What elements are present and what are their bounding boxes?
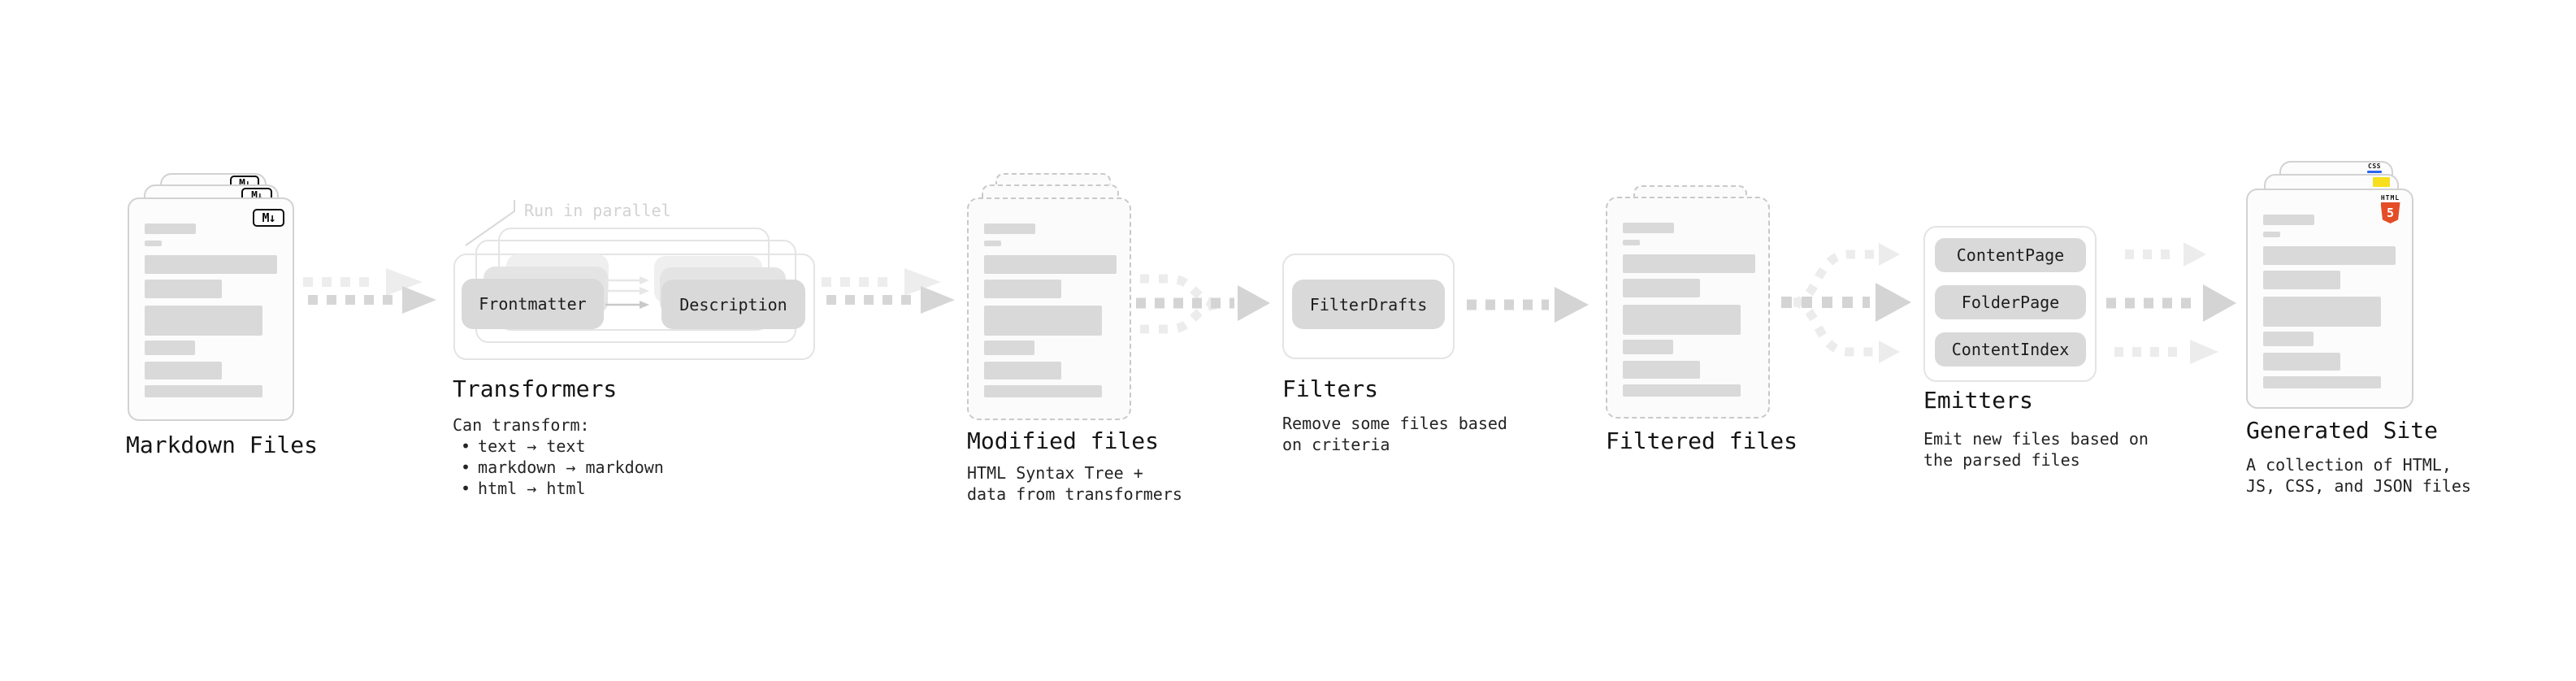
filtered-file-card-front — [1606, 197, 1770, 419]
placeholder-text-bar — [145, 255, 277, 274]
modified-file-card-front — [967, 197, 1131, 420]
placeholder-text-bar — [145, 306, 262, 336]
placeholder-text-bar — [2263, 376, 2381, 388]
stage-label-generated-site: Generated Site — [2246, 417, 2439, 444]
transformers-description: Can transform: •text → text •markdown → … — [453, 415, 664, 498]
placeholder-text-bar — [1623, 240, 1640, 245]
placeholder-text-bar — [2263, 271, 2340, 289]
javascript-icon — [2373, 177, 2390, 187]
flow-arrow-icon — [303, 268, 436, 314]
placeholder-text-bar — [1623, 305, 1741, 335]
flow-arrow-icon — [822, 268, 955, 314]
placeholder-text-bar — [984, 306, 1102, 336]
placeholder-text-bar — [145, 362, 222, 380]
css3-icon: CSS — [2366, 163, 2383, 173]
placeholder-text-bar — [1623, 223, 1674, 233]
transformer-node-frontmatter: Frontmatter — [462, 279, 604, 329]
stage-label-emitters: Emitters — [1923, 387, 2033, 414]
placeholder-text-bar — [2263, 332, 2314, 346]
placeholder-text-bar — [984, 255, 1117, 274]
stage-label-filters: Filters — [1282, 375, 1379, 402]
placeholder-text-bar — [2263, 232, 2280, 237]
stage-label-markdown-files: Markdown Files — [126, 432, 319, 458]
placeholder-text-bar — [984, 280, 1061, 298]
html5-icon: HTML 5 — [2379, 194, 2401, 223]
placeholder-text-bar — [984, 241, 1001, 246]
emitters-group-outline — [1923, 226, 2097, 382]
placeholder-text-bar — [145, 241, 162, 246]
converging-arrow-icon — [1136, 274, 1270, 334]
stage-label-transformers: Transformers — [453, 375, 618, 402]
parallel-arrows-icon — [605, 276, 649, 309]
placeholder-text-bar — [2263, 215, 2314, 225]
markdown-file-card-front: M↓ — [128, 197, 294, 421]
transformers-group-outline-front — [453, 254, 815, 360]
annotation-leader-line — [465, 200, 515, 246]
markdown-icon: M↓ — [253, 209, 284, 227]
placeholder-text-bar — [145, 223, 196, 234]
placeholder-text-bar — [1623, 384, 1741, 397]
modified-files-description: HTML Syntax Tree + data from transformer… — [967, 463, 1182, 504]
triple-arrow-icon — [2106, 242, 2236, 364]
placeholder-text-bar — [145, 385, 262, 397]
filters-description: Remove some files based on criteria — [1282, 414, 1507, 454]
fanout-arrow-icon — [1781, 243, 1911, 363]
stage-label-filtered-files: Filtered files — [1606, 427, 1798, 454]
filter-node-filterdrafts: FilterDrafts — [1292, 280, 1445, 329]
emitter-node-contentpage: ContentPage — [1935, 238, 2086, 272]
placeholder-text-bar — [1623, 340, 1673, 354]
flow-arrow-icon — [1467, 287, 1589, 323]
placeholder-text-bar — [1623, 279, 1700, 297]
filters-group-outline — [1282, 254, 1455, 359]
placeholder-text-bar — [984, 340, 1034, 355]
placeholder-text-bar — [145, 280, 222, 298]
run-in-parallel-annotation: Run in parallel — [524, 201, 671, 220]
emitters-description: Emit new files based on the parsed files — [1923, 429, 2149, 470]
placeholder-text-bar — [984, 385, 1102, 397]
placeholder-text-bar — [145, 340, 195, 355]
transformer-node-description: Description — [661, 280, 805, 329]
placeholder-text-bar — [1623, 361, 1700, 379]
placeholder-text-bar — [2263, 246, 2396, 265]
placeholder-text-bar — [2263, 353, 2340, 371]
placeholder-text-bar — [2263, 297, 2381, 327]
emitter-node-contentindex: ContentIndex — [1935, 332, 2086, 367]
placeholder-text-bar — [984, 362, 1061, 380]
generated-site-description: A collection of HTML, JS, CSS, and JSON … — [2246, 455, 2471, 496]
placeholder-text-bar — [984, 223, 1035, 234]
site-file-card-front: HTML 5 — [2246, 189, 2413, 409]
emitter-node-folderpage: FolderPage — [1935, 285, 2086, 319]
stage-label-modified-files: Modified files — [967, 427, 1160, 454]
placeholder-text-bar — [1623, 254, 1755, 273]
